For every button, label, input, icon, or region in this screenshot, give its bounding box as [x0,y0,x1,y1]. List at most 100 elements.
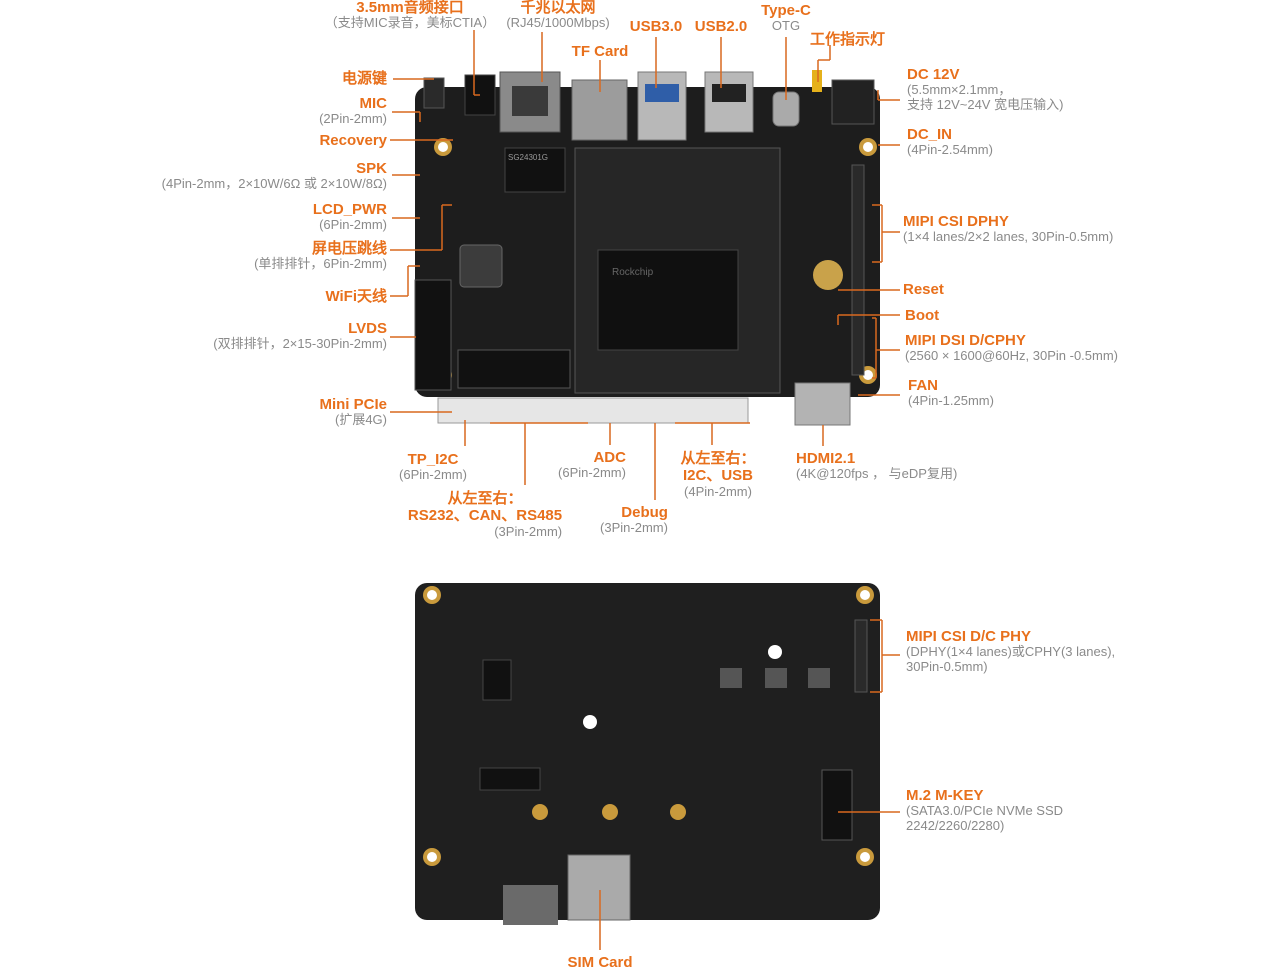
pmic-chip [504,147,566,193]
label-title: MIPI DSI D/CPHY [905,332,1026,349]
front-board: Rockchip SG24301G [414,70,880,426]
label-title: HDMI2.1 [796,450,856,467]
label-tp-i2c: TP_I2C (6Pin-2mm) [399,451,467,483]
label-title: MIC [359,95,388,112]
label-type-c: Type-C OTG [761,2,811,34]
label-dc-12v: DC 12V (5.5mm×2.1mm， 支持 12V~24V 宽电压输入) [907,66,1063,113]
svg-text:Rockchip: Rockchip [612,267,654,278]
label-title: Mini PCIe [319,396,387,413]
label-usb2: USB2.0 [695,18,748,35]
label-title: DC 12V [907,66,960,83]
fpc-right [851,164,865,376]
label-sub: （支持MIC录音，美标CTIA） [324,15,496,31]
label-sub: (RJ45/1000Mbps) [506,15,610,31]
led-part [812,70,822,92]
label-fan: FAN (4Pin-1.25mm) [908,377,994,409]
label-sub2: 支持 12V~24V 宽电压输入) [907,97,1064,113]
label-sub: (扩展4G) [334,412,387,428]
hdmi-part [794,382,851,426]
label-adc: ADC (6Pin-2mm) [558,449,626,481]
label-sub: (3Pin-2mm) [600,520,668,536]
label-title: 屏电压跳线 [311,240,387,257]
label-wifi-antenna: WiFi天线 [325,288,387,305]
label-tf-card: TF Card [572,43,629,60]
label-audio-jack: 3.5mm音频接口 （支持MIC录音，美标CTIA） [325,0,495,31]
bottom-connectors [437,397,749,424]
label-lvds: LVDS (双排排针，2×15-30Pin-2mm) [213,320,387,352]
label-i2c-usb: 从左至右： I2C、USB (4Pin-2mm) [680,450,755,499]
label-sub: OTG [771,18,801,34]
label-title: 从左至右： [447,490,523,507]
label-sub: (DPHY(1×4 lanes)或CPHY(3 lanes), [906,644,1116,660]
label-sub2: 30Pin-0.5mm) [906,659,988,675]
back-pcb [415,583,880,920]
center-hole [583,715,597,729]
label-title: TP_I2C [407,451,459,468]
label-sub: (4Pin-2mm，2×10W/6Ω 或 2×10W/8Ω) [161,176,387,192]
label-sub: (6Pin-2mm) [399,467,467,483]
label-sub: (6Pin-2mm) [319,217,387,233]
label-title: 从左至右： [680,450,756,467]
label-sim-card: SIM Card [567,954,632,971]
label-title: MIPI CSI D/C PHY [906,628,1032,645]
label-title2: I2C、USB [682,467,754,485]
label-sub: (4Pin-2.54mm) [907,142,993,158]
label-boot: Boot [905,307,939,324]
label-title: Boot [905,307,940,324]
label-m2-mkey: M.2 M-KEY (SATA3.0/PCIe NVMe SSD 2242/22… [906,787,1063,834]
label-title: FAN [908,377,938,394]
label-title: ADC [593,449,626,466]
label-sub: (4Pin-1.25mm) [908,393,994,409]
label-title: SIM Card [567,954,633,971]
label-screen-jumper: 屏电压跳线 (单排排针，6Pin-2mm) [254,240,387,272]
label-mipi-dsi: MIPI DSI D/CPHY (2560 × 1600@60Hz, 30Pin… [905,332,1118,364]
label-title: USB3.0 [629,18,683,35]
label-recovery: Recovery [319,132,387,149]
usb3-part [637,71,687,141]
label-title: LCD_PWR [312,201,387,218]
rj45-rear [503,885,558,925]
label-status-led: 工作指示灯 [810,31,885,48]
soc-chip [597,249,739,351]
sim-slot-part [567,854,631,921]
label-title: 3.5mm音频接口 [356,0,464,16]
power-key-part [423,77,445,109]
svg-text:SG24301G: SG24301G [508,153,548,162]
label-title: Recovery [319,132,387,149]
label-usb3: USB3.0 [630,18,683,35]
label-sub: (SATA3.0/PCIe NVMe SSD [906,803,1064,819]
back-board [415,583,880,925]
label-sub: (2Pin-2mm) [319,111,387,127]
label-dc-in: DC_IN (4Pin-2.54mm) [907,126,993,158]
label-sub: (5.5mm×2.1mm， [907,82,1012,98]
leader-lines [390,30,900,950]
mini-pcie-slot [457,349,571,389]
label-mipi-csi-dcphy: MIPI CSI D/C PHY (DPHY(1×4 lanes)或CPHY(3… [906,628,1115,675]
label-spk: SPK (4Pin-2mm，2×10W/6Ω 或 2×10W/8Ω) [162,160,387,192]
label-title: Reset [903,281,944,298]
label-sub: (单排排针，6Pin-2mm) [254,256,387,272]
label-title: 电源键 [341,70,387,87]
label-sub: (4Pin-2mm) [684,483,752,499]
lvds-header [414,279,452,391]
label-title: 千兆以太网 [520,0,596,16]
m2-slot-part [821,769,853,841]
label-power-key: 电源键 [342,70,387,87]
label-sub: (2560 × 1600@60Hz, 30Pin -0.5mm) [905,348,1119,364]
label-debug: Debug (3Pin-2mm) [600,504,668,536]
label-mic: MIC (2Pin-2mm) [319,95,387,127]
csi-fpc-part [854,619,868,693]
label-sub: (1×4 lanes/2×2 lanes, 30Pin-0.5mm) [903,229,1114,245]
label-sub: (6Pin-2mm) [558,465,626,481]
label-title: Debug [621,504,668,521]
label-sub: (3Pin-2mm) [494,523,563,539]
label-hdmi: HDMI2.1 (4K@120fps ， 与eDP复用) [796,450,957,482]
label-title2: RS232、CAN、RS485 [407,507,563,525]
label-title: DC_IN [907,126,953,143]
label-sub: (双排排针，2×15-30Pin-2mm) [213,336,387,352]
center-hole [768,645,782,659]
label-mini-pcie: Mini PCIe (扩展4G) [319,396,387,428]
label-title: TF Card [571,43,629,60]
wifi-module [459,244,503,288]
